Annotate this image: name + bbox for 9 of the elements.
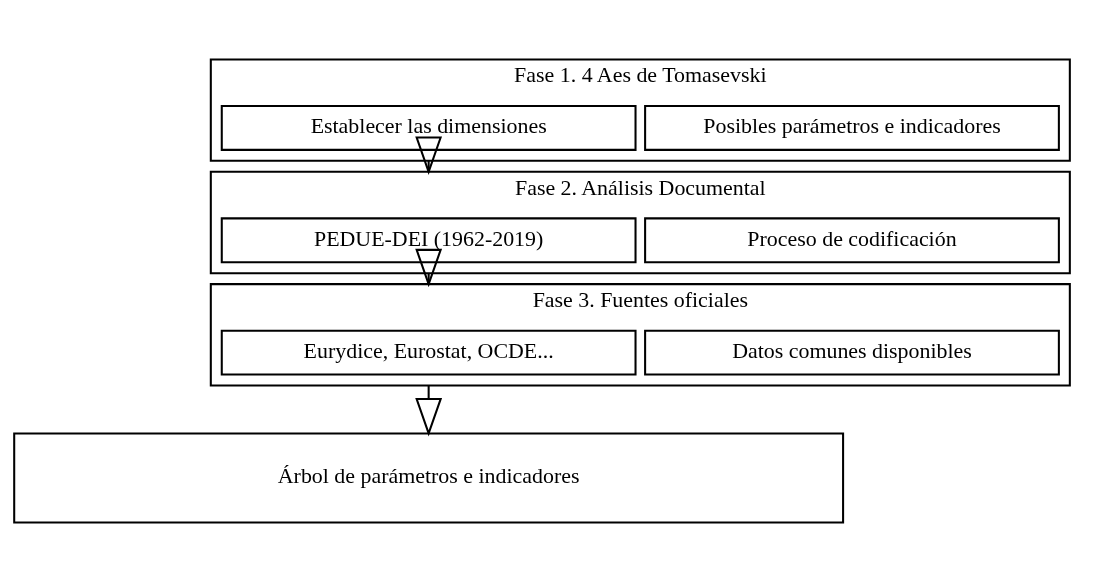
node-box: Proceso de codificación	[644, 216, 1060, 263]
node-box: Establecer las dimensiones	[220, 104, 637, 151]
node-box: Árbol de parámetros e indicadores	[13, 431, 845, 524]
node-box: Eurydice, Eurostat, OCDE...	[220, 329, 637, 376]
arrow	[415, 136, 443, 175]
node-box: PEDUE-DEI (1962-2019)	[220, 216, 637, 263]
node-box: Datos comunes disponibles	[644, 329, 1060, 376]
node-box: Posibles parámetros e indicadores	[644, 104, 1060, 151]
arrow	[415, 248, 443, 287]
